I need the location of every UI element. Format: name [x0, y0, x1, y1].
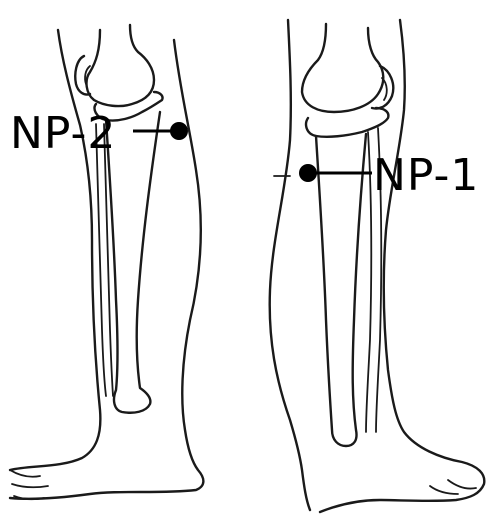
left-leg-figure [10, 25, 203, 499]
right-foot-toes [430, 480, 476, 494]
np-2-point-dot [170, 122, 188, 140]
np-2-label: NP-2 [10, 108, 116, 159]
np-1-label: NP-1 [373, 150, 479, 201]
right-femur [302, 24, 383, 112]
left-femur [87, 25, 154, 106]
acupoint-np-2: NP-2 [10, 108, 188, 159]
np-1-point-dot [299, 164, 317, 182]
right-leg-outer-contour [270, 20, 310, 510]
right-tibia-head [306, 108, 388, 137]
right-tibia [316, 134, 366, 446]
acupoint-np-1: NP-1 [299, 150, 479, 201]
left-fibula [96, 124, 113, 396]
right-leg-back-contour [320, 20, 484, 512]
right-leg-figure [270, 20, 485, 512]
left-leg-outer-contour [10, 30, 100, 470]
left-foot-sole [10, 470, 48, 499]
